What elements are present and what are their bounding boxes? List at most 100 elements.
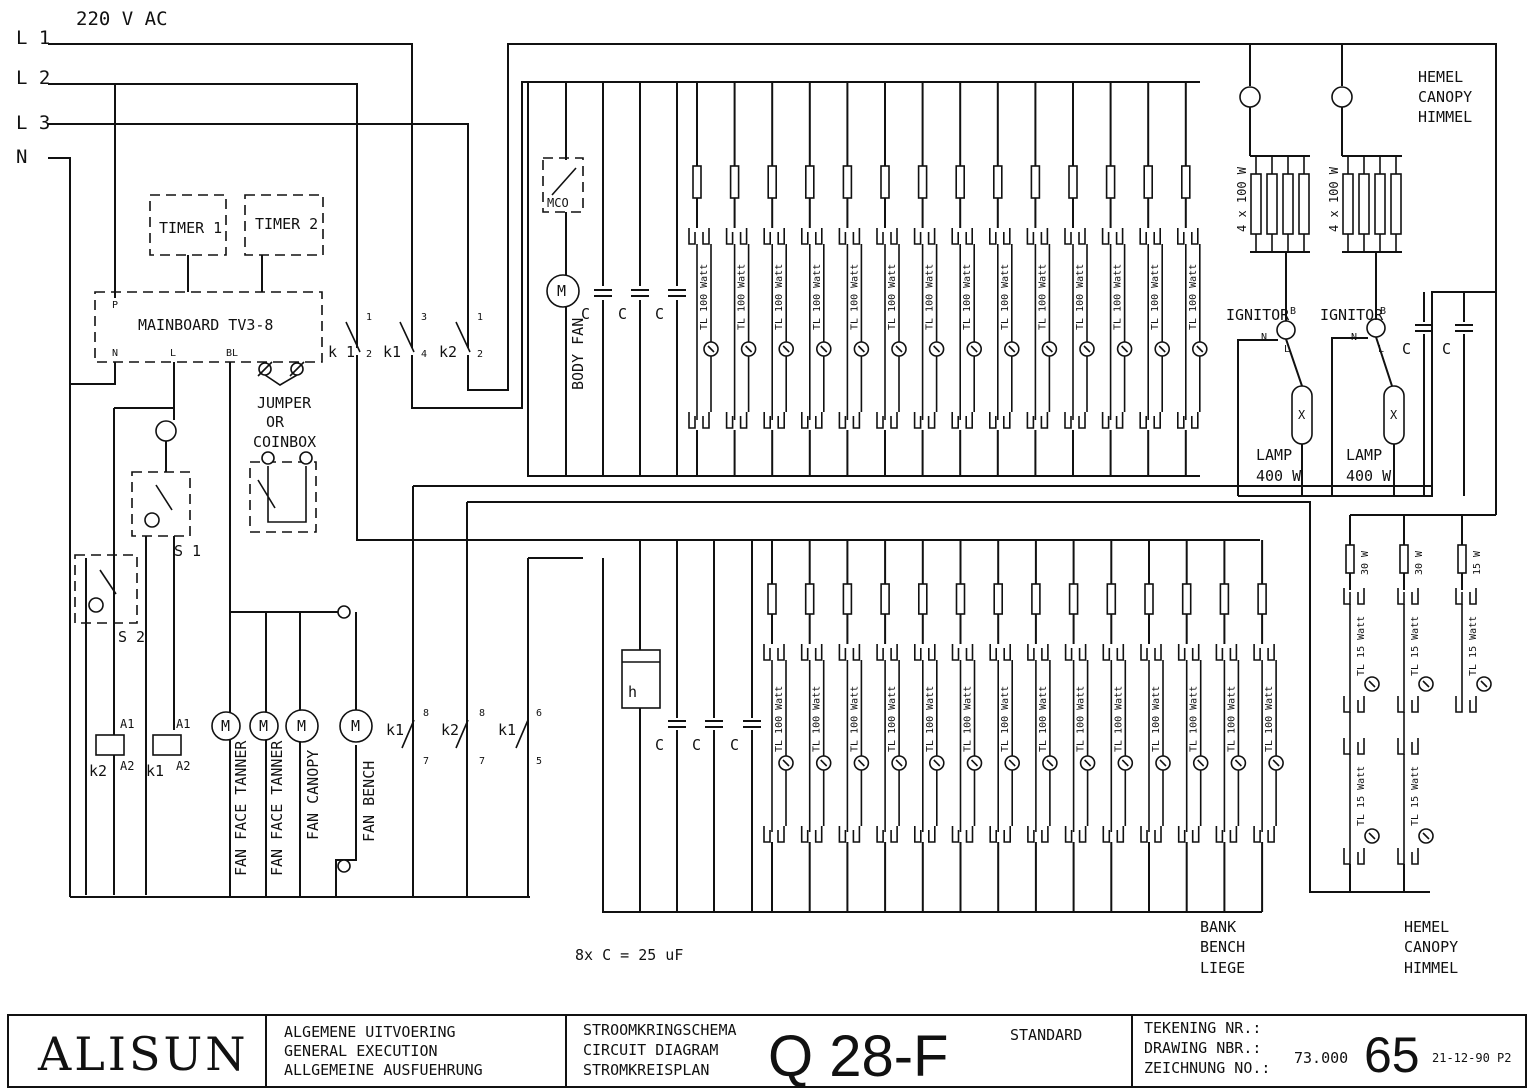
- starter-contact-icon: [1045, 345, 1053, 353]
- relay-k1b-contact-label: k1: [383, 343, 401, 361]
- variant-label: STANDARD: [1010, 1026, 1082, 1044]
- drawing-code: 73.000: [1294, 1049, 1348, 1067]
- hour-counter-label: h: [628, 683, 637, 701]
- tube-holder-icon: [1064, 644, 1087, 661]
- capacitor-label: C: [692, 736, 701, 754]
- tube-holder-icon: [1177, 644, 1200, 661]
- contact-6c: 6: [536, 708, 542, 719]
- contact-4: 4: [421, 349, 427, 360]
- timer1-label: TIMER 1: [159, 219, 222, 237]
- tube-rating-label: TL 15 Watt: [1410, 766, 1421, 826]
- timer1-box: [149, 194, 227, 256]
- tube-holder-icon: [1215, 644, 1238, 661]
- ballast-resistor-icon: [1068, 165, 1078, 199]
- tube-holder-icon: [763, 644, 785, 661]
- ballast-resistor-icon: [992, 165, 1003, 199]
- tube-holder-icon: [1397, 696, 1419, 713]
- tube-holder-icon: [838, 228, 861, 245]
- ignitor-1-pin-l: L: [1284, 344, 1290, 355]
- heater-element-icon: [1358, 173, 1370, 235]
- canopy-top-label-de: HIMMEL: [1418, 108, 1472, 126]
- switch-s1-label: S 1: [174, 542, 201, 560]
- capacitor-icon: [668, 720, 686, 728]
- tube-holder-icon: [1397, 588, 1419, 605]
- brand-name: ALISUN: [37, 1027, 248, 1081]
- tube-holder-icon: [876, 412, 898, 429]
- tube-rating-label: TL 100 Watt: [1000, 686, 1011, 752]
- diagram-type-en: CIRCUIT DIAGRAM: [583, 1041, 718, 1059]
- tube-rating-label: TL 100 Watt: [1264, 686, 1275, 752]
- ignitor-2-label: IGNITOR: [1320, 306, 1384, 324]
- ballast-resistor-icon: [917, 165, 928, 199]
- jumper-label: JUMPER: [257, 394, 312, 412]
- relay-k2b-contact-label: k2: [441, 721, 459, 739]
- switch-s2-label: S 2: [118, 628, 145, 646]
- lamp-400w-2-symbol: X: [1390, 408, 1398, 422]
- resistor-rating-label: 15 W: [1472, 550, 1483, 575]
- tube-rating-label: TL 100 Watt: [962, 264, 973, 330]
- ballast-resistor-icon: [729, 165, 740, 199]
- ballast-resistor-icon: [993, 583, 1004, 615]
- tube-holder-icon: [1397, 848, 1419, 865]
- tube-holder-icon: [1253, 644, 1275, 661]
- starter-contact-icon: [820, 759, 828, 767]
- capacitor-label: C: [730, 736, 739, 754]
- starter-contact-icon: [1158, 345, 1166, 353]
- starter-contact-icon: [970, 759, 979, 767]
- tube-holder-icon: [1343, 738, 1365, 755]
- ballast-resistor-icon: [1219, 583, 1230, 615]
- coinbox-terminal-icon: [299, 451, 313, 465]
- indicator-lamp-icon: [155, 420, 177, 442]
- tube-holder-icon: [1343, 696, 1365, 713]
- ballast-resistor-icon: [1457, 544, 1467, 574]
- capacitor-label: C: [1442, 340, 1451, 358]
- terminal-p: P: [112, 300, 118, 311]
- ballast-resistor-icon: [692, 165, 702, 199]
- tube-holder-icon: [1101, 228, 1124, 245]
- coil-k1-label: k1: [146, 762, 164, 780]
- starter-contact-icon: [1084, 759, 1092, 767]
- relay-k1-contact-label: k 1: [328, 343, 355, 361]
- ballast-resistor-icon: [1144, 583, 1154, 615]
- tube-holder-icon: [951, 412, 973, 429]
- starter-contact-icon: [1008, 345, 1016, 353]
- tube-holder-icon: [1139, 412, 1161, 429]
- tube-rating-label: TL 100 Watt: [699, 264, 710, 330]
- canopy-top-label-nl: HEMEL: [1418, 68, 1463, 86]
- bench-label-de: LIEGE: [1200, 959, 1245, 977]
- heater-2-label: 4 x 100 W: [1327, 166, 1341, 232]
- tube-holder-icon: [1026, 412, 1049, 429]
- tube-holder-icon: [1140, 826, 1162, 843]
- ballast-resistor-icon: [1105, 165, 1116, 199]
- tube-holder-icon: [838, 826, 861, 843]
- heater-element-icon: [1298, 173, 1310, 235]
- mco-box: [542, 157, 584, 213]
- resistor-rating-label: 30 W: [1414, 550, 1425, 575]
- tube-rating-label: TL 100 Watt: [812, 264, 823, 330]
- tube-holder-icon: [1343, 848, 1365, 865]
- coil-k2-a2: A2: [120, 759, 134, 773]
- tube-holder-icon: [1177, 826, 1200, 843]
- ballast-resistor-icon: [1345, 544, 1355, 574]
- capacitor-icon: [668, 289, 686, 297]
- tube-rating-label: TL 100 Watt: [963, 686, 974, 752]
- motor-symbol: M: [297, 717, 306, 735]
- tube-holder-icon: [763, 412, 785, 429]
- heater-busbar: [1342, 155, 1402, 253]
- switch-s2-lamp-icon: [88, 597, 104, 613]
- starter-contact-icon: [1422, 832, 1430, 840]
- canopy-bottom-label-en: CANOPY: [1404, 938, 1458, 956]
- starter-contact-icon: [1480, 680, 1488, 688]
- switch-s1-box: [131, 471, 191, 537]
- motor-symbol: M: [221, 717, 230, 735]
- capacitor-icon: [1415, 324, 1433, 332]
- tube-holder-icon: [989, 826, 1011, 843]
- title-block: ALISUN ALGEMENE UITVOERING GENERAL EXECU…: [7, 1014, 1527, 1089]
- starter-contact-icon: [895, 759, 903, 767]
- hour-counter-box: [621, 649, 661, 709]
- tube-holder-icon: [1027, 644, 1049, 661]
- fan-face-tanner-1-label: FAN FACE TANNER: [232, 740, 250, 876]
- contact-7a: 7: [423, 756, 429, 767]
